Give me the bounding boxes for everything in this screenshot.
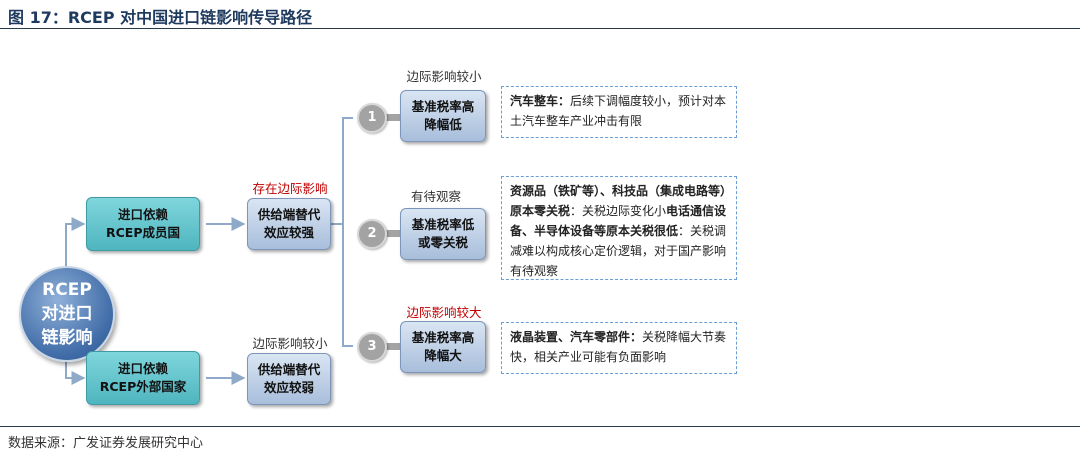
path-2-number: 2 — [357, 219, 387, 249]
path-1-number: 1 — [357, 103, 387, 133]
path-3-box: 基准税率高 降幅大 — [400, 321, 486, 373]
path-1-box: 基准税率高 降幅低 — [400, 90, 486, 142]
path-1-desc-bold: 汽车整车： — [510, 94, 571, 108]
bracket — [342, 117, 353, 347]
supply-weak-line-2: 效应较弱 — [263, 380, 314, 395]
supply-weak-line-1: 供给端替代 — [257, 362, 321, 377]
path-2-desc-bold-1: 资源品（铁矿等）、科技品（集成电路等）原本零关税 — [510, 184, 727, 218]
path-1-box-line-1: 基准税率高 — [411, 99, 475, 114]
path-3-box-line-1: 基准税率高 — [411, 330, 475, 345]
path-3-description: 液晶装置、汽车零部件：关税降幅大节奏快，相关产业可能有负面影响 — [501, 322, 737, 374]
connector-center-outside — [65, 360, 86, 385]
supply-strong-line-2: 效应较强 — [263, 225, 314, 240]
path-1-label: 边际影响较小 — [406, 69, 482, 84]
path-3-number: 3 — [357, 332, 387, 362]
import-outside-line-1: 进口依赖 — [117, 361, 168, 376]
figure-source: 数据来源：广发证券发展研究中心 — [8, 436, 204, 451]
path-3-desc-bold: 液晶装置、汽车零部件： — [510, 330, 643, 344]
path-2-box: 基准税率低 或零关税 — [400, 208, 486, 260]
import-outside-line-2: RCEP外部国家 — [99, 379, 187, 394]
supply-strong-line-1: 供给端替代 — [257, 207, 321, 222]
path-2-desc-text-2: ：关税调减难以构成核心定价逻辑，对于国产影响有待观察 — [510, 224, 727, 278]
import-members-line-1: 进口依赖 — [117, 207, 168, 222]
path-2-box-line-1: 基准税率低 — [411, 217, 475, 232]
supply-weak-label: 边际影响较小 — [252, 336, 328, 351]
path-2-desc-bold-2: 电话通信设备、半导体设备等原本关税很低 — [510, 204, 727, 238]
connector-center-members — [65, 217, 86, 266]
import-members-line-2: RCEP成员国 — [106, 225, 180, 240]
supply-strong-label: 存在边际影响 — [252, 181, 328, 196]
path-2-description: 资源品（铁矿等）、科技品（集成电路等）原本零关税：关税边际变化小电话通信设备、半… — [501, 176, 737, 280]
path-3-label: 边际影响较大 — [406, 305, 482, 320]
path-2-desc-text-1: ：关税边际变化小 — [570, 204, 667, 218]
center-line-3: 链影响 — [41, 328, 93, 348]
path-1-description: 汽车整车：后续下调幅度较小，预计对本土汽车整车产业冲击有限 — [501, 86, 737, 138]
supply-weak-box: 供给端替代 效应较弱 — [247, 353, 331, 405]
path-1-box-line-2: 降幅低 — [424, 117, 462, 132]
center-line-2: 对进口 — [41, 304, 93, 324]
path-2-box-line-2: 或零关税 — [417, 235, 468, 250]
path-1-desc-text: 后续下调幅度较小，预计对本土汽车整车产业冲击有限 — [510, 94, 727, 128]
path-3-desc-text: 关税降幅大节奏快，相关产业可能有负面影响 — [510, 330, 727, 364]
bottom-rule — [0, 426, 1080, 427]
figure-title: 图 17：RCEP 对中国进口链影响传导路径 — [8, 8, 313, 27]
supply-strong-box: 供给端替代 效应较强 — [247, 198, 331, 250]
path-3-box-line-2: 降幅大 — [424, 348, 462, 363]
top-rule — [0, 28, 1080, 29]
import-outside-box: 进口依赖 RCEP外部国家 — [86, 351, 200, 405]
path-2-label: 有待观察 — [410, 189, 461, 204]
rcep-center-circle: RCEP 对进口 链影响 — [19, 266, 115, 362]
center-line-1: RCEP — [42, 280, 92, 300]
import-members-box: 进口依赖 RCEP成员国 — [86, 197, 200, 251]
